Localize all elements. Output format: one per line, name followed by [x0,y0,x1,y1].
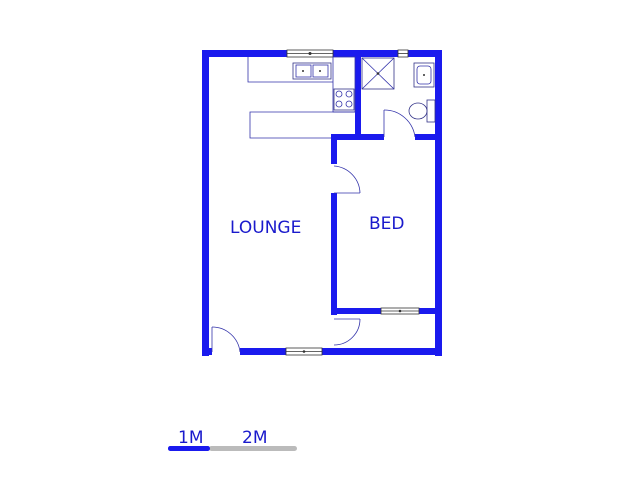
stove-icon [333,88,355,111]
scale-label-1m: 1M [178,428,203,448]
bathroom-fixtures [361,57,436,123]
wall-right [435,50,442,356]
scale-bar-segment-2 [209,446,297,451]
bedroom-door [333,165,361,194]
shower-icon [361,57,395,90]
scale-label-2m: 2M [242,428,267,448]
wall-bed-left-lower [331,193,337,315]
room-label-lounge: LOUNGE [230,218,301,238]
wall-left [202,50,209,356]
basin-icon [413,62,435,88]
toilet-icon [408,99,436,123]
windows [285,49,420,356]
wall-bathroom-bottom-right [415,134,442,140]
wall-bed-left-upper [331,134,337,164]
wall-bottom-stub [202,348,212,355]
passage-door [333,318,361,346]
wall-bathroom-left [355,50,361,140]
kitchen-island [249,111,355,139]
bathroom-door [383,109,416,138]
wall-bottom [240,348,442,355]
scale-bar: 1M 2M [168,428,297,451]
wall-bathroom-bottom-left [331,134,384,140]
kitchen-sink-icon [292,62,332,80]
room-label-bed: BED [369,214,405,234]
kitchen-fixtures [247,56,356,139]
kitchen-counter-top [247,57,333,83]
entrance-door [211,326,241,353]
doors [211,109,416,353]
